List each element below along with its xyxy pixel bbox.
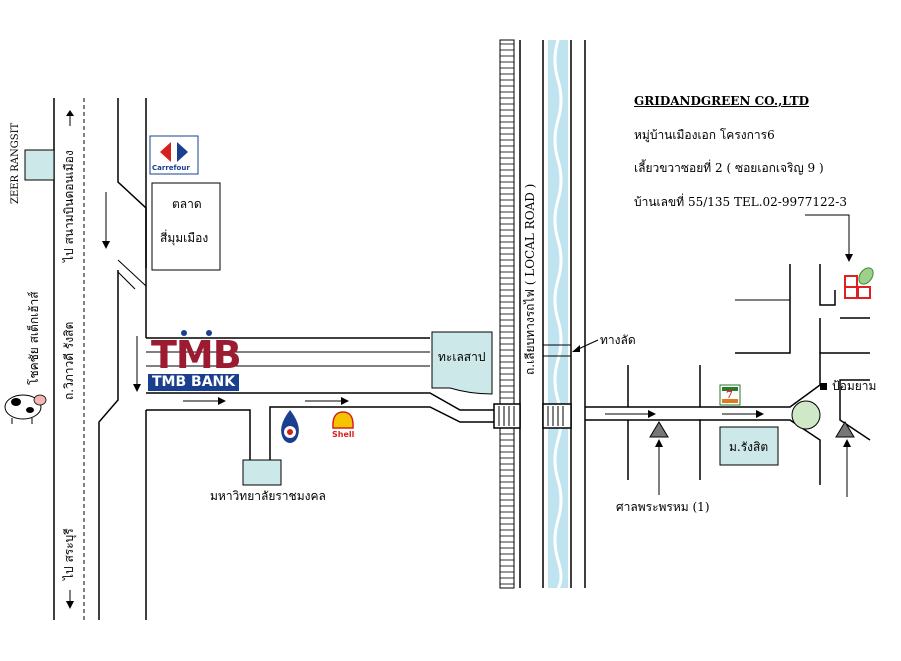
arrow-down-frontage [102, 192, 110, 249]
road-ramp [117, 259, 147, 287]
arrow-up-shrine [655, 439, 663, 495]
road-main-bottom-b [269, 406, 495, 460]
arrow-right-2 [305, 397, 349, 405]
arrow-right-east-1 [605, 410, 656, 418]
ptt-logo [281, 410, 299, 443]
company-address-line2: เลี้ยวขวาซอยที่ 2 ( ซอยเอกเจริญ 9 ) [634, 161, 824, 175]
police-box-marker [820, 383, 827, 390]
m-rangsit-box [719, 426, 779, 466]
road-ramp-2 [117, 271, 136, 290]
arrow-up-shrine-2 [843, 439, 851, 497]
shrine-label: ศาลพระพรหม (1) [616, 500, 710, 514]
company-address-line3: บ้านเลขที่ 55/135 TEL.02-9977122-3 [634, 195, 847, 209]
east-road-bottom-a [585, 419, 701, 480]
dairy-label: โชคชัย สเต็กเฮ้าส์ [27, 291, 41, 385]
river-wave [553, 39, 563, 589]
shrine-marker-2 [835, 421, 855, 438]
cow-icon [4, 394, 47, 424]
zeer-rangsit-label: ZEER RANGSIT [10, 122, 21, 204]
to-saraburi-label: ไป สระบุรี [62, 528, 76, 580]
carrefour-logo [149, 135, 199, 175]
market-label-line2: สี่มุมเมือง [160, 231, 209, 245]
arrow-to-company [805, 214, 853, 262]
shortcut-label: ทางลัด [600, 333, 636, 347]
rail-crossing-stripes [498, 406, 515, 426]
lake-label: ทะเลสาป [438, 350, 486, 364]
tmb-logo-bank: TMB BANK [148, 374, 240, 391]
east-road-right [839, 379, 871, 441]
company-name: GRIDANDGREEN CO.,LTD [634, 94, 810, 108]
frontage-road-line-2 [98, 270, 119, 620]
shell-logo [332, 411, 354, 429]
seven-eleven-label: 7 [726, 390, 733, 401]
lake-shape [431, 331, 493, 395]
vibhavadi-road-label: ถ.วิภาวดี รังสิต [62, 321, 76, 400]
bridge-crossing-stripes [547, 406, 564, 426]
road-main-top [146, 392, 495, 411]
east-road-bottom-b [700, 419, 821, 485]
north-road-right [819, 264, 836, 306]
tmb-logo-word: TMB [151, 333, 242, 377]
arrow-down-frontage-2 [133, 336, 141, 392]
local-road-label: ถ.เลียบทางรถไฟ ( LOCAL ROAD ) [523, 183, 537, 375]
shrine-marker-1 [649, 421, 669, 438]
zeer-box [24, 149, 55, 181]
arrow-right-1 [183, 397, 226, 405]
roundabout [791, 400, 821, 430]
east-road-top-a [585, 365, 701, 408]
market-box [151, 182, 221, 271]
rail-crossing [493, 403, 521, 429]
university-box [242, 459, 282, 486]
arrow-shortcut [572, 339, 599, 352]
shell-label: Shell [332, 430, 355, 439]
gridandgreen-logo [844, 267, 874, 299]
tmb-dots [181, 330, 212, 336]
railway [499, 39, 515, 589]
seven-eleven-logo [719, 384, 741, 406]
arrow-up-airport [66, 110, 74, 126]
to-airport-label: ไป สนามบินดอนเมือง [62, 150, 76, 262]
arrow-down-saraburi [66, 590, 74, 609]
company-address-line1: หมู่บ้านเมืองเอก โครงการ6 [634, 128, 775, 142]
arrow-right-east-2 [722, 410, 764, 418]
carrefour-label: Carrefour [152, 164, 190, 172]
north-road-left [735, 264, 791, 354]
road-main-bottom-a [146, 409, 251, 460]
frontage-road-line-1 [117, 98, 147, 268]
market-label-line1: ตลาด [172, 197, 202, 211]
bridge-crossing [542, 403, 572, 429]
university-label: มหาวิทยาลัยราชมงคล [210, 489, 326, 503]
police-box-label: ป้อมยาม [832, 379, 877, 393]
m-rangsit-label: ม.รังสิต [729, 440, 769, 454]
